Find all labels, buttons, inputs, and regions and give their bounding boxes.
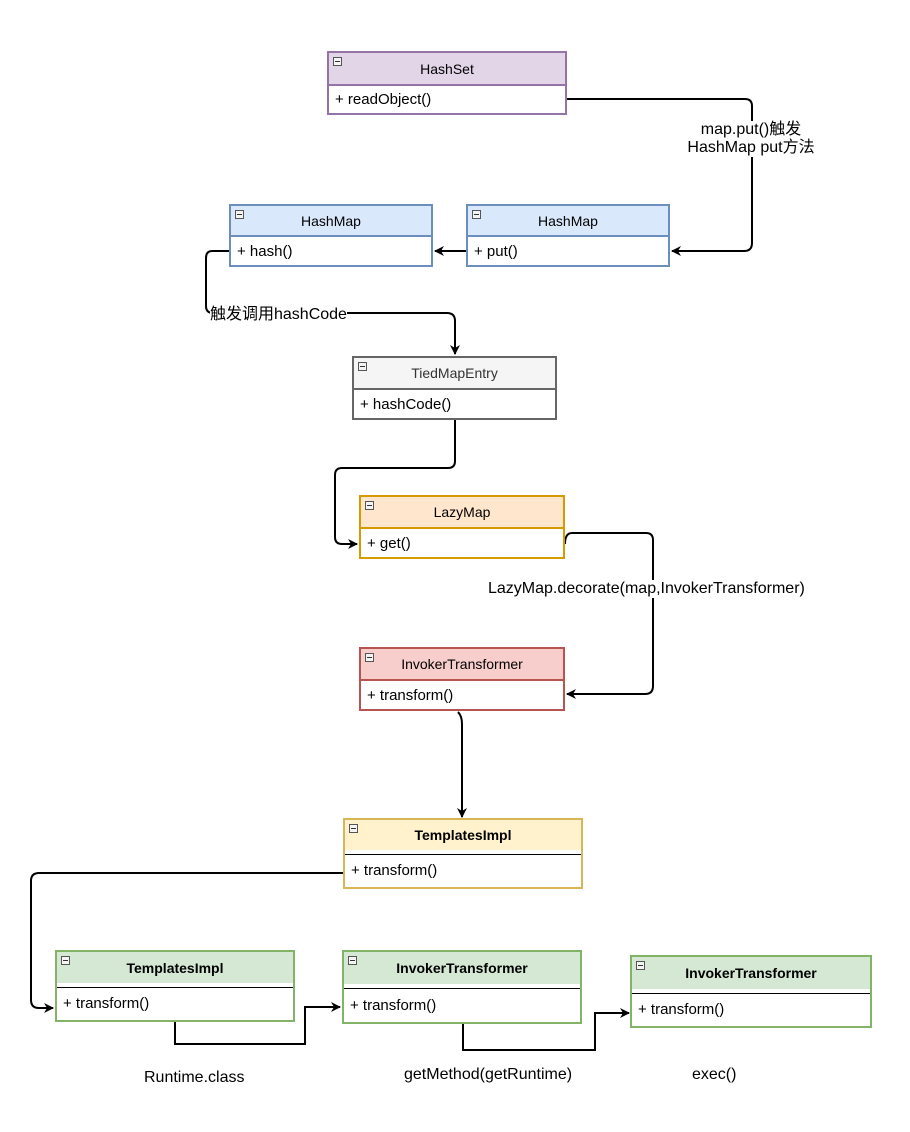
class-name: TiedMapEntry (411, 365, 498, 381)
class-method: + hashCode() (360, 395, 452, 413)
edge-label-exec: exec() (692, 1066, 737, 1084)
separator (344, 984, 580, 989)
collapse-icon[interactable] (365, 653, 374, 662)
class-templatesimpl[interactable]: TemplatesImpl + transform() (343, 818, 583, 889)
collapse-icon[interactable] (472, 210, 481, 219)
edge-label-runtime-class: Runtime.class (144, 1069, 245, 1087)
class-method: + transform() (350, 996, 437, 1014)
class-name: InvokerTransformer (396, 960, 528, 976)
class-invokertransformer-bottom-1[interactable]: InvokerTransformer + transform() (342, 950, 582, 1024)
class-hashmap-hash[interactable]: HashMap + hash() (229, 204, 433, 267)
collapse-icon[interactable] (61, 956, 70, 965)
class-hashmap-put[interactable]: HashMap + put() (466, 204, 670, 267)
collapse-icon[interactable] (333, 57, 342, 66)
edge-label-lazymap-decorate: LazyMap.decorate(map,InvokerTransformer) (488, 580, 805, 598)
class-name: HashMap (301, 212, 361, 229)
edge-label-get-method: getMethod(getRuntime) (404, 1066, 573, 1084)
separator (345, 850, 581, 855)
edge-hash-to-tiedmapentry (205, 250, 460, 355)
class-method: + transform() (638, 1001, 725, 1018)
edge-templates-bottom-to-invoker-1 (174, 1002, 341, 1045)
separator (57, 983, 293, 988)
class-name: InvokerTransformer (685, 965, 817, 981)
collapse-icon[interactable] (358, 362, 367, 371)
class-method: + transform() (367, 686, 454, 704)
class-method: + transform() (351, 862, 438, 879)
collapse-icon[interactable] (235, 210, 244, 219)
class-lazymap[interactable]: LazyMap + get() (359, 495, 565, 559)
class-name: TemplatesImpl (414, 827, 512, 843)
collapse-icon[interactable] (636, 961, 645, 970)
edge-lazymap-to-invoker (564, 532, 654, 699)
class-hashset[interactable]: HashSet + readObject() (327, 51, 567, 115)
collapse-icon[interactable] (365, 501, 374, 510)
class-name: HashSet (420, 60, 474, 77)
edge-label-hashcode-trigger: 触发调用hashCode (210, 306, 347, 324)
class-method: + get() (367, 534, 411, 552)
edge-tiedmapentry-to-lazymap (334, 420, 456, 549)
edge-templates-to-templates-bottom (30, 872, 343, 1013)
edge-label-map-put: map.put()触发 HashMap put方法 (683, 121, 819, 157)
class-templatesimpl-bottom[interactable]: TemplatesImpl + transform() (55, 950, 295, 1022)
class-method: + transform() (63, 995, 150, 1012)
class-name: InvokerTransformer (401, 656, 523, 672)
edge-label-line: map.put()触发 (700, 121, 802, 138)
edge-invoker-to-templates (457, 711, 467, 818)
edge-invoker-1-to-invoker-2 (462, 1008, 630, 1051)
collapse-icon[interactable] (349, 824, 358, 833)
class-method: + put() (474, 242, 518, 260)
class-method: + hash() (237, 242, 293, 260)
class-name: LazyMap (433, 504, 491, 520)
edge-label-line: HashMap put方法 (687, 139, 815, 156)
edge-hashset-to-hashmap-put (567, 98, 753, 256)
collapse-icon[interactable] (348, 956, 357, 965)
class-invokertransformer-bottom-2[interactable]: InvokerTransformer + transform() (630, 955, 872, 1028)
class-method: + readObject() (335, 91, 432, 108)
class-tiedmapentry[interactable]: TiedMapEntry + hashCode() (352, 356, 557, 420)
class-name: TemplatesImpl (126, 959, 224, 976)
class-invokertransformer[interactable]: InvokerTransformer + transform() (359, 647, 565, 711)
class-name: HashMap (538, 212, 598, 229)
separator (632, 989, 870, 994)
